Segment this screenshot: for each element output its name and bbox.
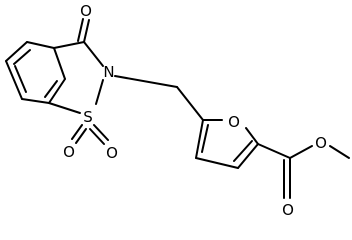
bond (21, 98, 50, 104)
bond (53, 47, 66, 80)
bond-sulfonyl (71, 124, 83, 140)
bond (245, 127, 259, 145)
bond-sulfonyl (93, 124, 109, 141)
bond (26, 41, 55, 49)
bond-inner (233, 140, 253, 162)
ester-single-oxygen-label: O (315, 134, 327, 152)
bond (83, 41, 104, 67)
carbonyl-oxygen-label: O (80, 2, 92, 20)
methyl-ester (257, 143, 350, 199)
furan-ring (195, 119, 259, 169)
bond-sulfonyl (75, 128, 87, 144)
sulfur-label: S (83, 108, 93, 126)
bond (48, 78, 66, 104)
bond (237, 143, 259, 169)
methylene-linker (114, 75, 204, 121)
bond-carbonyl (83, 19, 90, 43)
bond-inner (201, 124, 209, 153)
bond-inner (13, 49, 31, 65)
isothiazole-ring (48, 18, 109, 145)
bond (5, 60, 23, 100)
bond (48, 102, 81, 114)
sulfonyl-oxygen-left-label: O (63, 143, 75, 161)
bond (289, 145, 313, 159)
bond (257, 143, 291, 159)
atom-labels: O N S O O O O O (63, 2, 327, 219)
bond (176, 86, 204, 121)
ester-carbonyl-oxygen-label: O (282, 201, 294, 219)
bond-inner (14, 65, 27, 93)
furan-oxygen-label: O (228, 113, 240, 131)
bond-sulfonyl (89, 128, 105, 145)
benzene-ring (5, 41, 66, 104)
nitrogen-label: N (103, 63, 114, 81)
bond (53, 41, 85, 49)
bond (195, 119, 204, 159)
bond (329, 145, 350, 159)
bond (5, 41, 28, 62)
structure-drawing: O N S O O O O O (5, 2, 350, 219)
bond-carbonyl (77, 18, 84, 42)
sulfonyl-oxygen-right-label: O (106, 144, 118, 162)
bond (195, 157, 239, 169)
bond (95, 79, 104, 105)
bond (114, 75, 178, 88)
bond-inner (44, 80, 58, 98)
